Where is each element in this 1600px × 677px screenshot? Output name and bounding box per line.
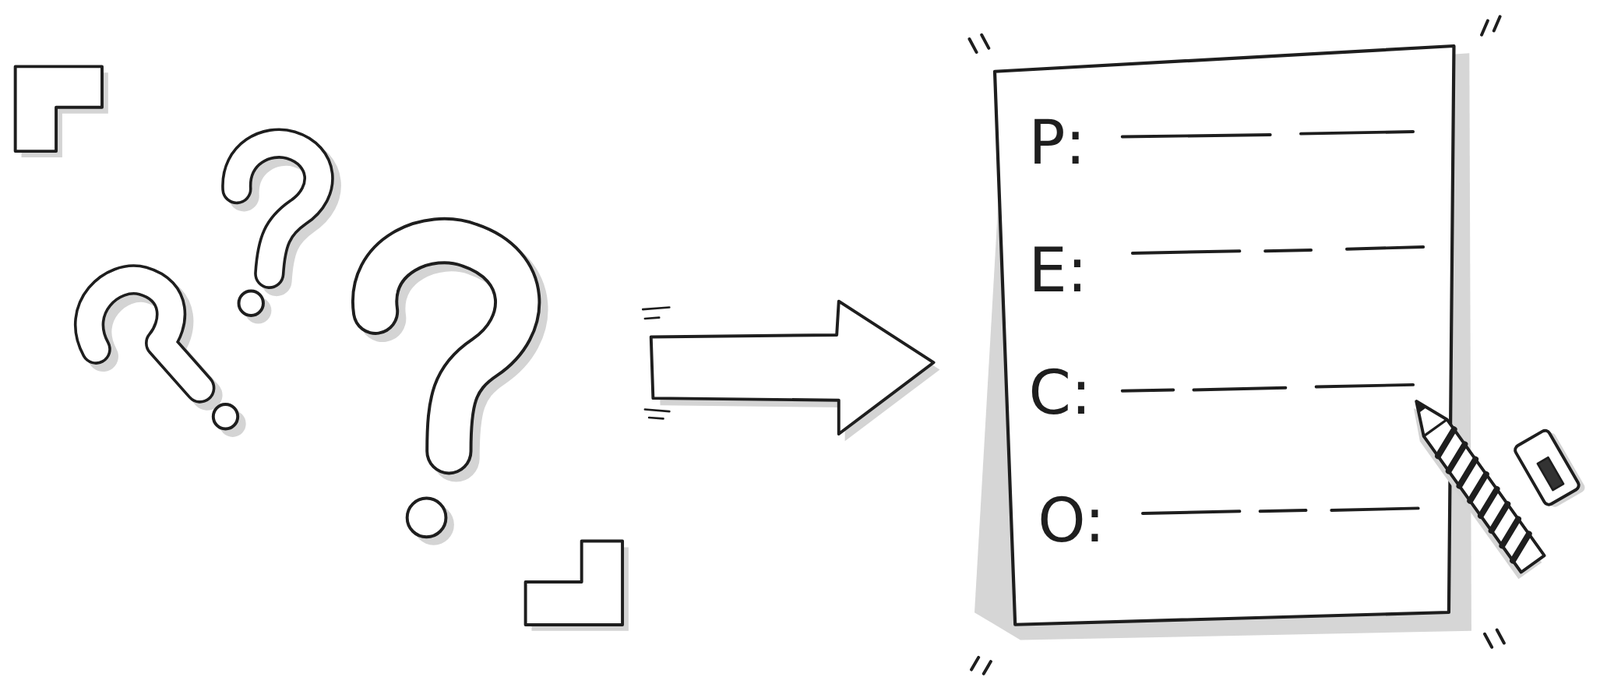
pencil — [1404, 392, 1544, 572]
writing-line — [1132, 250, 1241, 254]
pencil-edge — [1423, 419, 1448, 436]
writing-line — [1265, 250, 1312, 251]
writing-line — [1260, 510, 1307, 512]
field-letter: E: — [1028, 239, 1088, 301]
writing-line — [1122, 134, 1271, 138]
pencil-tip — [1412, 398, 1426, 413]
pencil-stripes — [1430, 429, 1537, 561]
question-dot — [407, 498, 447, 538]
big-arrow — [651, 301, 934, 434]
question-mark — [236, 143, 319, 274]
writing-line — [1194, 387, 1287, 391]
question-mark-fill — [89, 279, 201, 388]
sheet-border — [994, 45, 1454, 625]
writing-line — [1346, 246, 1424, 250]
field-letter: C: — [1028, 362, 1092, 423]
corner-bracket — [525, 541, 623, 625]
field-letter: P: — [1028, 112, 1086, 173]
writing-line — [1142, 511, 1240, 514]
motion-marks — [642, 307, 670, 420]
question-dot — [239, 291, 264, 316]
question-mark — [89, 279, 201, 388]
eraser-band — [1537, 457, 1564, 490]
corner-bracket — [15, 66, 103, 152]
field-letter: O: — [1037, 489, 1105, 551]
writing-line — [1122, 389, 1174, 391]
sparkle-marks — [969, 16, 1504, 674]
writing-line — [1316, 384, 1414, 388]
note-sheet: P: E: C: O: — [994, 45, 1454, 625]
question-mark-fill — [236, 143, 319, 274]
question-mark-fill — [374, 240, 518, 452]
question-dot — [213, 404, 238, 429]
question-mark — [374, 240, 518, 452]
eraser — [1513, 428, 1581, 507]
writing-line — [1300, 131, 1414, 134]
writing-line — [1331, 507, 1418, 511]
